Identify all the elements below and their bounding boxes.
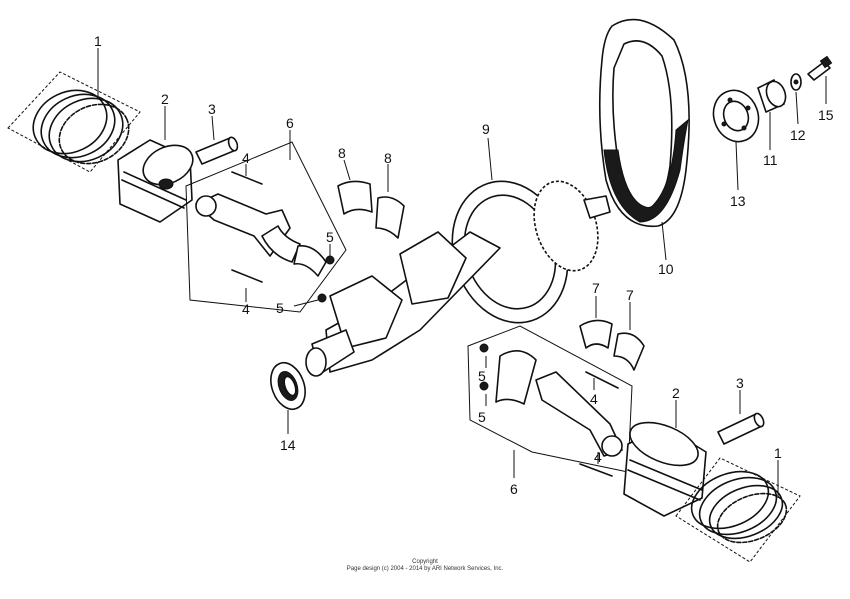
oil-seal[interactable]: [265, 358, 311, 414]
callout-5-upper-a: 5: [326, 229, 334, 245]
callout-6-lower: 6: [510, 481, 518, 497]
callout-4-upper-a: 4: [242, 150, 250, 166]
main-bearing-shells[interactable]: [337, 180, 405, 239]
callout-12: 12: [790, 127, 806, 143]
connecting-rod-assembly-upper[interactable]: [185, 141, 347, 313]
callout-4-lower-a: 4: [590, 391, 598, 407]
callout-10: 10: [658, 261, 674, 277]
callout-3-lower: 3: [736, 375, 744, 391]
piston-lower[interactable]: [623, 414, 707, 517]
piston-pin-lower[interactable]: [717, 412, 766, 445]
copyright-title: Copyright: [412, 559, 438, 565]
callout-1-upper: 1: [94, 33, 102, 49]
callout-5-lower-b: 5: [478, 409, 486, 425]
callout-15: 15: [818, 107, 834, 123]
callout-8-a: 8: [338, 145, 346, 161]
washer[interactable]: [790, 73, 802, 91]
crank-bearing[interactable]: [706, 84, 765, 148]
connecting-rod-assembly-lower[interactable]: [467, 325, 633, 477]
piston-pin-upper[interactable]: [195, 136, 239, 165]
callout-7-a: 7: [592, 280, 600, 296]
callout-4-upper-b: 4: [242, 301, 250, 317]
copyright-notice: Page design (c) 2004 - 2014 by ARI Netwo…: [346, 566, 504, 572]
piston-ring-set-lower[interactable]: [675, 457, 801, 563]
callout-11: 11: [763, 152, 778, 168]
callout-1-lower: 1: [774, 445, 782, 461]
callout-14: 14: [280, 437, 296, 453]
callout-2-upper: 2: [161, 91, 169, 107]
leader-lines: [97, 48, 827, 498]
cam-chain[interactable]: [598, 18, 690, 228]
callout-labels: 1 2 3 6 4 4 5 5 8 8 9 10 13 11 12 15 7 7…: [94, 33, 834, 497]
bearing-spacer[interactable]: [757, 79, 789, 113]
callout-9: 9: [482, 121, 490, 137]
callout-5-lower-a: 5: [478, 368, 486, 384]
callout-6-upper: 6: [286, 115, 294, 131]
callout-8-b: 8: [384, 150, 392, 166]
flange-bolt[interactable]: [807, 55, 833, 81]
piston-ring-set-upper[interactable]: [7, 71, 141, 175]
callout-4-lower-b: 4: [594, 449, 602, 465]
callout-7-b: 7: [626, 287, 634, 303]
crankpin-bearing-shells[interactable]: [579, 319, 645, 371]
crankshaft[interactable]: [305, 166, 611, 377]
piston-upper[interactable]: [117, 138, 199, 223]
callout-5-upper-b: 5: [276, 300, 284, 316]
callout-3-upper: 3: [208, 101, 216, 117]
callout-2-lower: 2: [672, 385, 680, 401]
callout-13: 13: [730, 193, 746, 209]
